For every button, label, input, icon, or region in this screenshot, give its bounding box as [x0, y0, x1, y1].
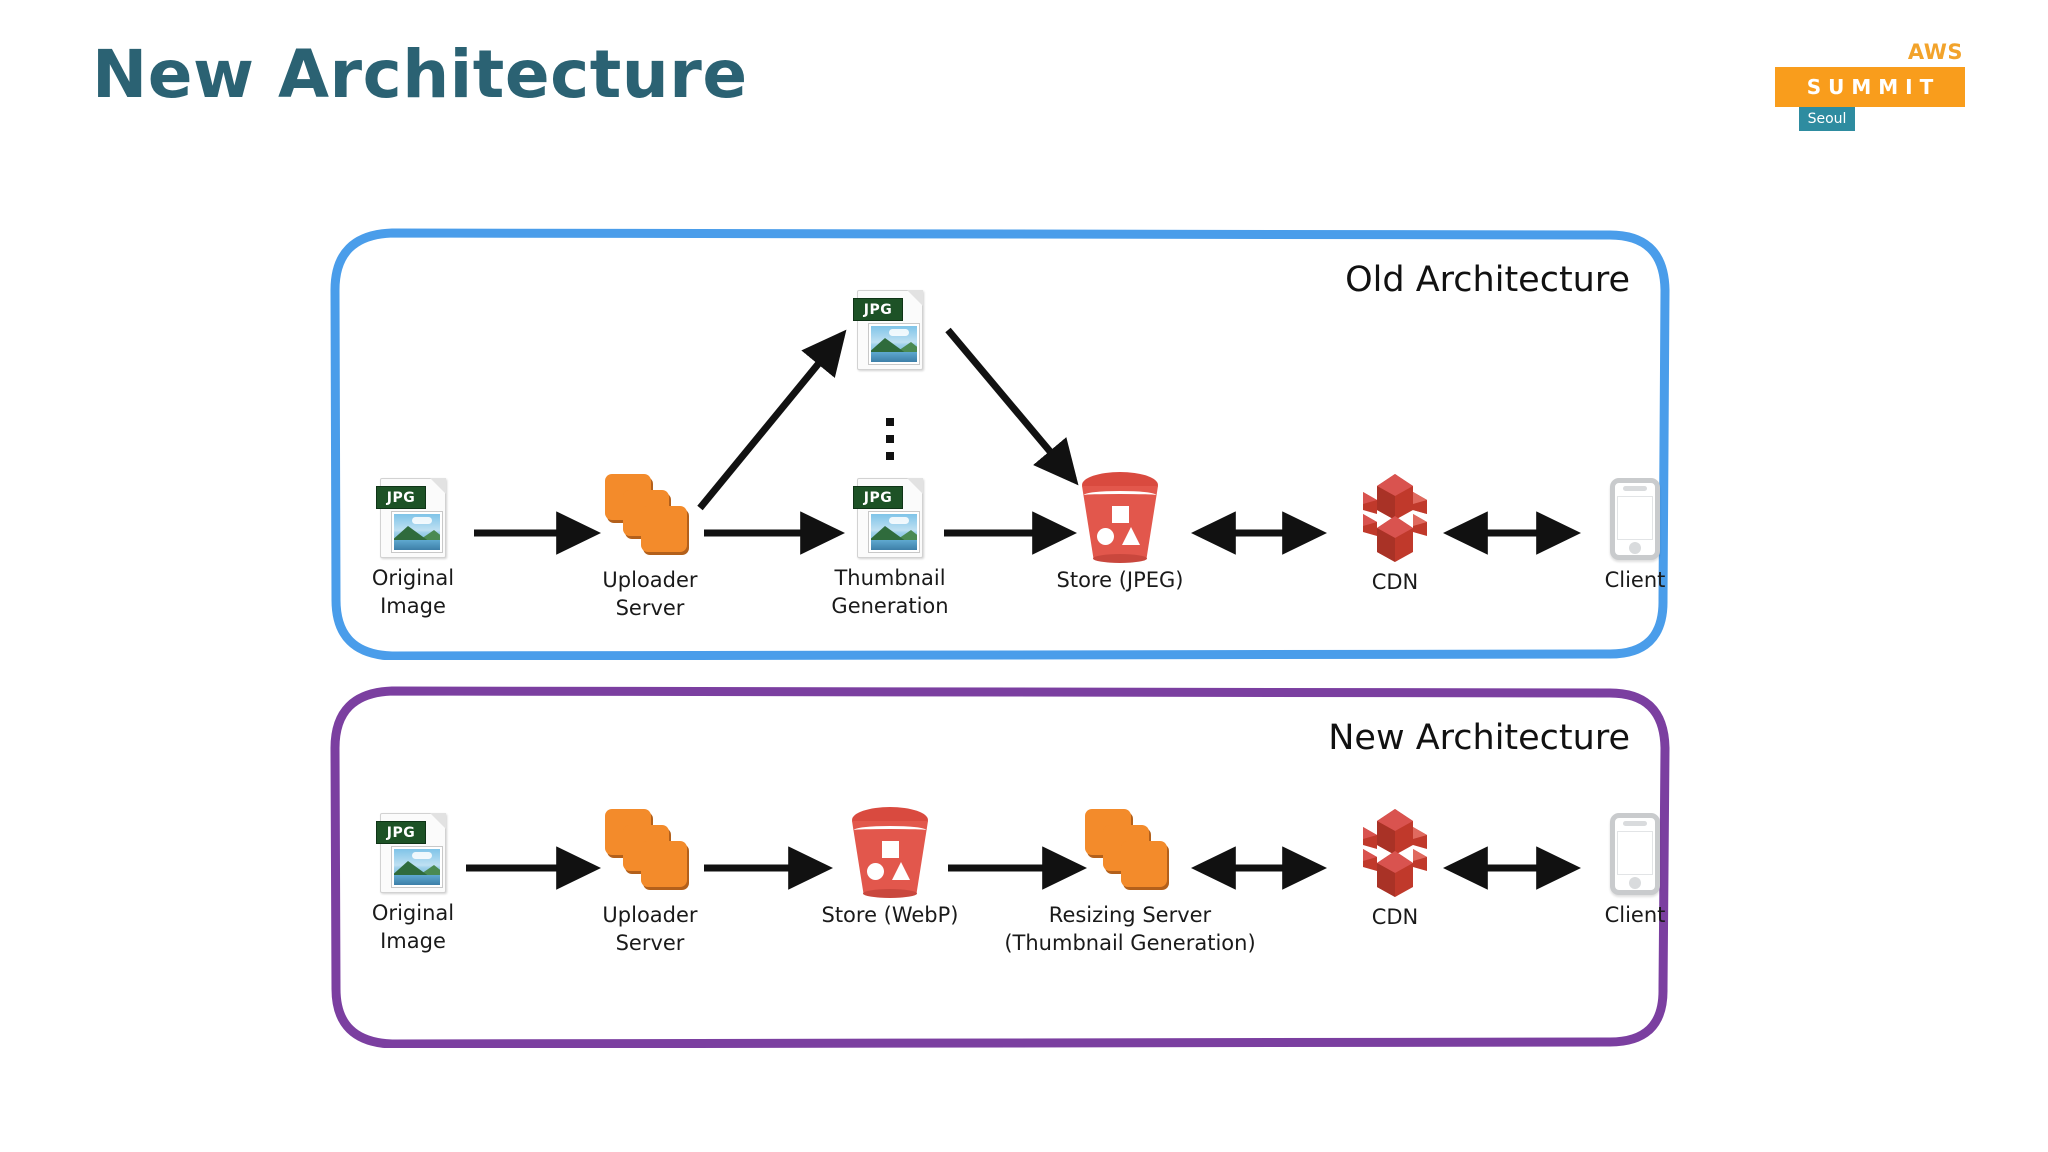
- summit-city-box: Seoul: [1799, 107, 1855, 131]
- node-new-original-image[interactable]: JPG Original Image: [338, 813, 488, 956]
- node-label: Client: [1604, 903, 1666, 927]
- jpg-badge-label: JPG: [853, 486, 903, 509]
- mobile-phone-icon: [1610, 478, 1660, 560]
- node-label: Thumbnail Generation: [831, 566, 949, 619]
- cloudfront-cdn-icon: [1347, 470, 1443, 562]
- node-new-client[interactable]: Client: [1570, 813, 1700, 929]
- aws-wordmark: AWS: [1907, 40, 1963, 64]
- node-old-store-jpeg[interactable]: Store (JPEG): [1040, 472, 1200, 594]
- summit-wordmark: SUMMIT: [1806, 75, 1941, 99]
- orange-server-stack-icon: [605, 809, 695, 895]
- jpg-file-icon: JPG: [853, 478, 923, 558]
- node-old-client[interactable]: Client: [1570, 478, 1700, 594]
- node-label: Store (JPEG): [1056, 568, 1184, 592]
- orange-server-stack-icon: [605, 474, 695, 560]
- s3-bucket-icon: [1074, 472, 1166, 563]
- node-label: Uploader Server: [602, 568, 698, 621]
- jpg-badge-label: JPG: [376, 486, 426, 509]
- node-label: CDN: [1371, 905, 1419, 929]
- node-label: Resizing Server (Thumbnail Generation): [1004, 903, 1256, 956]
- node-old-thumbnail-generation[interactable]: JPG Thumbnail Generation: [805, 478, 975, 621]
- node-label: Original Image: [371, 901, 455, 954]
- node-label: Uploader Server: [602, 903, 698, 956]
- jpg-badge-label: JPG: [376, 821, 426, 844]
- node-new-uploader-server[interactable]: Uploader Server: [570, 809, 730, 958]
- old-architecture-heading: Old Architecture: [1345, 260, 1630, 300]
- node-old-thumbnail-variant-top[interactable]: JPG: [805, 290, 975, 370]
- vertical-ellipsis-icon: [885, 418, 895, 460]
- orange-server-stack-icon: [1085, 809, 1175, 895]
- jpg-file-icon: JPG: [376, 478, 446, 558]
- new-architecture-heading: New Architecture: [1328, 718, 1630, 758]
- page-title: New Architecture: [92, 36, 748, 113]
- node-label: Client: [1604, 568, 1666, 592]
- old-architecture-panel: Old Architecture: [330, 228, 1670, 660]
- node-label: Original Image: [371, 566, 455, 619]
- jpg-badge-label: JPG: [853, 298, 903, 321]
- node-new-store-webp[interactable]: Store (WebP): [810, 807, 970, 929]
- node-old-original-image[interactable]: JPG Original Image: [338, 478, 488, 621]
- cloudfront-cdn-icon: [1347, 805, 1443, 897]
- summit-wordmark-box: SUMMIT: [1775, 67, 1965, 107]
- node-new-cdn[interactable]: CDN: [1330, 805, 1460, 931]
- mobile-phone-icon: [1610, 813, 1660, 895]
- jpg-file-icon: JPG: [853, 290, 923, 370]
- jpg-file-icon: JPG: [376, 813, 446, 893]
- aws-summit-logo: AWS SUMMIT Seoul: [1775, 40, 1965, 135]
- node-new-resizing-server[interactable]: Resizing Server (Thumbnail Generation): [995, 809, 1265, 958]
- s3-bucket-icon: [844, 807, 936, 898]
- summit-city-label: Seoul: [1807, 111, 1847, 127]
- node-old-cdn[interactable]: CDN: [1330, 470, 1460, 596]
- node-label: CDN: [1371, 570, 1419, 594]
- node-label: Store (WebP): [821, 903, 959, 927]
- node-old-uploader-server[interactable]: Uploader Server: [570, 474, 730, 623]
